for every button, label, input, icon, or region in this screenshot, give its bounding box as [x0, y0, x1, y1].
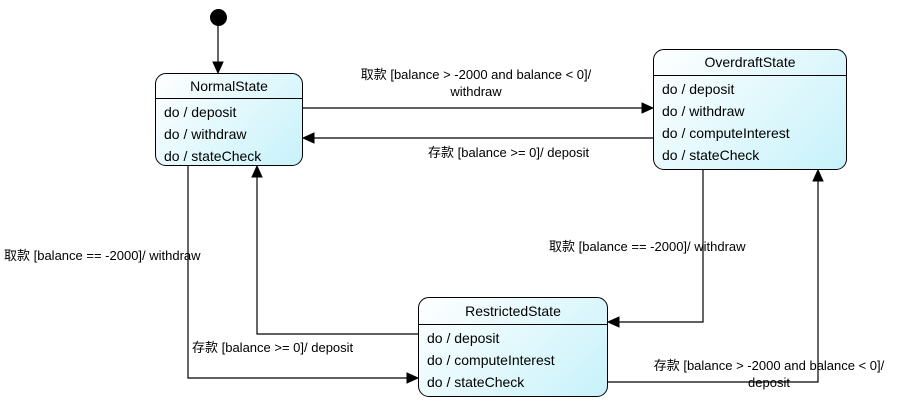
state-normalstate[interactable]: NormalState do / deposit do / withdraw d…: [155, 73, 303, 166]
state-title: RestrictedState: [419, 298, 607, 325]
state-overdraftstate[interactable]: OverdraftState do / deposit do / withdra…: [653, 49, 847, 170]
arrowhead: [301, 132, 315, 144]
transition-restricted-to-normal[interactable]: [251, 164, 418, 335]
transition-label-normal-to-overdraft[interactable]: 取款 [balance > -2000 and balance < 0]/ wi…: [318, 66, 634, 100]
state-activity: do / withdraw: [662, 103, 745, 119]
state-title: OverdraftState: [654, 50, 846, 76]
arrowhead: [606, 316, 620, 328]
state-restrictedstate[interactable]: RestrictedState do / deposit do / comput…: [418, 297, 608, 397]
state-activity: do / stateCheck: [164, 148, 262, 164]
transition-initial-to-normal[interactable]: [212, 26, 224, 75]
state-activity: do / stateCheck: [662, 147, 760, 163]
state-activity: do / computeInterest: [662, 125, 790, 141]
arrowhead: [641, 102, 655, 114]
transition-normal-to-restricted[interactable]: [187, 166, 420, 384]
arrowhead: [212, 61, 224, 75]
initial-state-node[interactable]: [210, 9, 227, 26]
state-activity-list: do / deposit do / withdraw do / computeI…: [654, 76, 846, 166]
transition-guard: 取款 [balance > -2000 and balance < 0]/: [360, 67, 592, 82]
transition-overdraft-to-restricted[interactable]: [606, 170, 704, 328]
transition-overdraft-to-normal[interactable]: [301, 132, 653, 144]
transition-restricted-to-overdraft[interactable]: [608, 168, 824, 383]
transition-label-restricted-to-normal[interactable]: 存款 [balance >= 0]/ deposit: [192, 340, 354, 355]
transition-label-overdraft-to-restricted[interactable]: 取款 [balance == -2000]/ withdraw: [549, 239, 746, 254]
state-title: NormalState: [156, 74, 302, 99]
transition-label-overdraft-to-normal[interactable]: 存款 [balance >= 0]/ deposit: [428, 145, 590, 160]
arrowhead: [406, 372, 420, 384]
transition-label-normal-to-restricted[interactable]: 取款 [balance == -2000]/ withdraw: [4, 248, 201, 263]
transition-guard: 存款 [balance > -2000 and balance < 0]/: [653, 358, 885, 373]
state-activity: do / computeInterest: [427, 352, 555, 368]
transition-action: withdraw: [450, 84, 502, 99]
state-activity: do / deposit: [164, 104, 237, 120]
arrowhead: [251, 164, 263, 178]
state-activity: do / withdraw: [164, 126, 247, 142]
state-activity: do / deposit: [662, 81, 735, 97]
state-activity: do / stateCheck: [427, 374, 525, 390]
state-activity: do / deposit: [427, 330, 500, 346]
transition-normal-to-overdraft[interactable]: [303, 102, 655, 114]
arrowhead: [812, 168, 824, 182]
transition-action: deposit: [748, 375, 790, 390]
state-activity-list: do / deposit do / withdraw do / stateChe…: [156, 99, 302, 167]
transition-label-restricted-to-overdraft[interactable]: 存款 [balance > -2000 and balance < 0]/ de…: [626, 357, 912, 391]
state-activity-list: do / deposit do / computeInterest do / s…: [419, 325, 607, 393]
